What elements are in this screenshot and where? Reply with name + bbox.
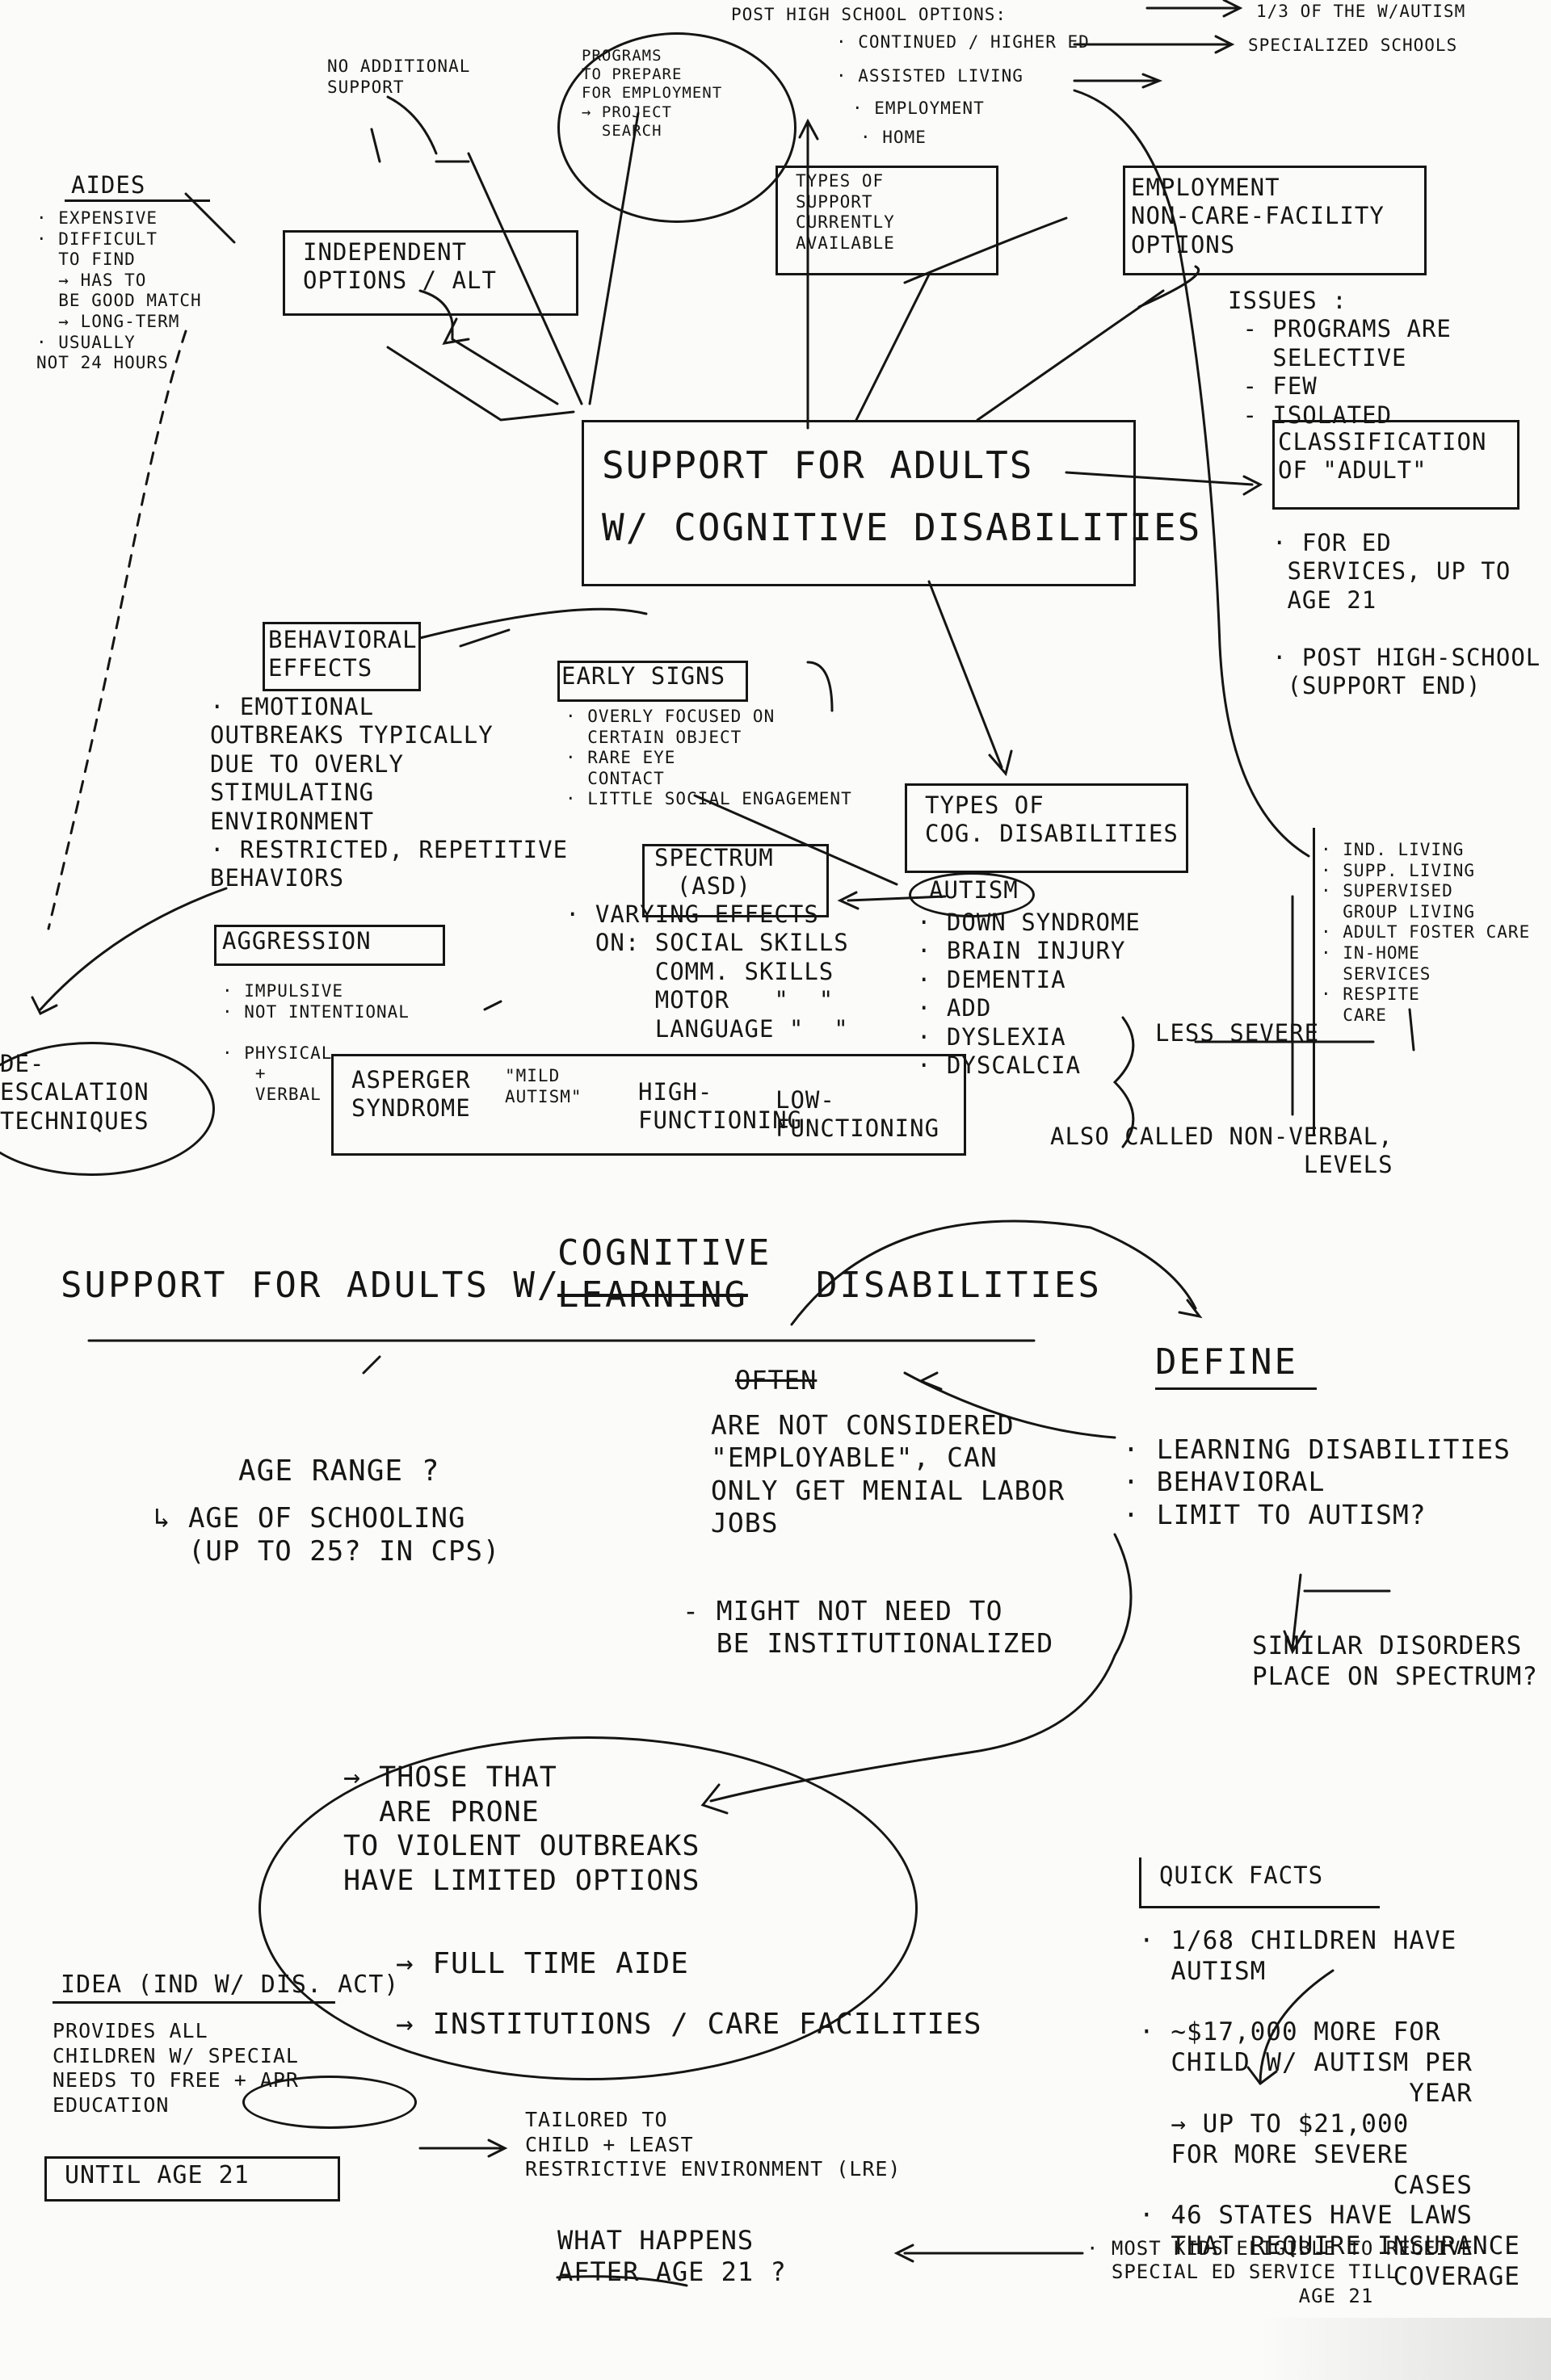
autism-label: AUTISM — [929, 876, 1019, 904]
types-cog-box — [905, 783, 1188, 873]
employment-box — [1123, 166, 1427, 275]
idea-title: IDEA (IND W/ DIS. ACT) — [61, 1971, 400, 1999]
programs-text: PROGRAMS TO PREPARE FOR EMPLOYMENT → PRO… — [582, 47, 723, 140]
idea-underline — [53, 2001, 335, 2004]
post-hs-note-specialized: SPECIALIZED SCHOOLS — [1248, 36, 1458, 55]
types-cog-text: TYPES OF COG. DISABILITIES — [925, 791, 1179, 848]
spectrum-text: SPECTRUM (ASD) — [654, 844, 774, 900]
early-signs-title: EARLY SIGNS — [561, 662, 726, 690]
lower-title-cognitive: COGNITIVE — [557, 1232, 772, 1274]
post-hs-item-1: · CONTINUED / HIGHER ED — [836, 32, 1090, 52]
until-21-box — [44, 2156, 340, 2202]
aides-underline — [65, 199, 210, 202]
living-options-list: · IND. LIVING · SUPP. LIVING · SUPERVISE… — [1321, 840, 1531, 1025]
idea-text: PROVIDES ALL CHILDREN W/ SPECIAL NEEDS T… — [53, 2019, 299, 2117]
independent-text: INDEPENDENT OPTIONS / ALT — [303, 238, 497, 295]
aides-title: AIDES — [71, 171, 146, 199]
institutions-care: → INSTITUTIONS / CARE FACILITIES — [396, 2008, 982, 2041]
quick-facts-title: QUICK FACTS — [1159, 1862, 1324, 1889]
define-list: · LEARNING DISABILITIES · BEHAVIORAL · L… — [1123, 1433, 1511, 1530]
behavioral-title: BEHAVIORAL EFFECTS — [268, 626, 418, 682]
behavioral-text: · EMOTIONAL OUTBREAKS TYPICALLY DUE TO O… — [210, 693, 569, 892]
full-time-aide: → FULL TIME AIDE — [396, 1947, 689, 1980]
spectrum-box — [642, 844, 829, 917]
employment-text: EMPLOYMENT NON-CARE-FACILITY OPTIONS — [1131, 174, 1385, 258]
no-additional-support: NO ADDITIONAL SUPPORT — [327, 57, 471, 97]
also-called-note: ALSO CALLED NON-VERBAL, LEVELS — [1050, 1123, 1393, 1179]
types-support-box — [776, 166, 998, 275]
center-topic-line-2: W/ COGNITIVE DISABILITIES — [602, 506, 1202, 549]
lower-title-learning: LEARNING — [557, 1274, 748, 1316]
post-hs-item-3: · EMPLOYMENT — [852, 99, 985, 118]
free-apr-oval — [242, 2076, 417, 2129]
aggression-text: · IMPULSIVE · NOT INTENTIONAL · PHYSICAL… — [222, 981, 410, 1105]
lower-title-disabilities: DISABILITIES — [816, 1265, 1102, 1306]
post-hs-item-4: · HOME — [860, 128, 927, 147]
what-happens-after-21: WHAT HAPPENS AFTER AGE 21 ? — [557, 2225, 787, 2288]
post-hs-note-autism: 1/3 OF THE W/AUTISM — [1256, 2, 1466, 21]
spectrum-effects: · VARYING EFFECTS ON: SOCIAL SKILLS COMM… — [565, 900, 849, 1043]
independent-box — [283, 230, 578, 316]
autism-oval — [909, 872, 1035, 917]
aggression-title: AGGRESSION — [222, 927, 372, 955]
employment-issues: ISSUES : - PROGRAMS ARE SELECTIVE - FEW … — [1228, 287, 1452, 429]
center-topic-box — [582, 420, 1136, 586]
programs-oval — [557, 32, 797, 223]
asperger-label: ASPERGER SYNDROME — [351, 1066, 471, 1123]
often-strike: OFTEN — [735, 1365, 818, 1396]
early-signs-text: · OVERLY FOCUSED ON CERTAIN OBJECT · RAR… — [565, 707, 852, 809]
less-severe-label: LESS SEVERE — [1155, 1019, 1320, 1047]
post-hs-item-2: · ASSISTED LIVING — [836, 66, 1023, 86]
paper-shadow — [1260, 2318, 1551, 2380]
most-kids-eligible: · MOST KIDS ELIGIBLE TO RECEIVE SPECIAL … — [1087, 2237, 1473, 2307]
might-not-institutionalized: - MIGHT NOT NEED TO BE INSTITUTIONALIZED — [683, 1595, 1054, 1660]
define-label: DEFINE — [1155, 1341, 1298, 1383]
quick-facts-box — [1139, 1857, 1380, 1908]
age-of-schooling: ↳ AGE OF SCHOOLING (UP TO 25? IN CPS) — [153, 1502, 501, 1568]
living-bracket — [1313, 828, 1549, 1135]
cog-disability-list: · DOWN SYNDROME · BRAIN INJURY · DEMENTI… — [917, 909, 1141, 1079]
high-functioning-label: HIGH- FUNCTIONING — [638, 1078, 803, 1135]
violent-oval — [258, 1736, 918, 2080]
deescalation-text: DE- ESCALATION TECHNIQUES — [0, 1050, 149, 1135]
lower-title-prefix: SUPPORT FOR ADULTS W/ — [61, 1265, 561, 1306]
aggression-box — [214, 925, 445, 966]
asperger-box — [331, 1054, 966, 1156]
behavioral-box — [263, 622, 421, 691]
post-hs-title: POST HIGH SCHOOL OPTIONS: — [731, 5, 1007, 24]
deescalation-oval — [0, 1042, 215, 1176]
early-signs-box — [557, 661, 748, 702]
classification-text: CLASSIFICATION OF "ADULT" — [1278, 428, 1487, 485]
low-functioning-label: LOW- FUNCTIONING — [776, 1086, 940, 1143]
similar-disorders: SIMILAR DISORDERS PLACE ON SPECTRUM? — [1252, 1631, 1538, 1691]
quick-facts-list: · 1/68 CHILDREN HAVE AUTISM · ~$17,000 M… — [1139, 1926, 1520, 2291]
violent-outbreaks: → THOSE THAT ARE PRONE TO VIOLENT OUTBRE… — [343, 1761, 700, 1898]
classification-details: · FOR ED SERVICES, UP TO AGE 21 · POST H… — [1272, 529, 1541, 699]
define-underline — [1155, 1387, 1317, 1390]
not-employable: ARE NOT CONSIDERED "EMPLOYABLE", CAN ONL… — [711, 1409, 1066, 1538]
classification-box — [1272, 420, 1519, 510]
until-age-21: UNTIL AGE 21 — [65, 2161, 250, 2189]
aides-text: · EXPENSIVE · DIFFICULT TO FIND → HAS TO… — [36, 208, 202, 373]
age-range: AGE RANGE ? — [238, 1454, 440, 1488]
tailored-lre: TAILORED TO CHILD + LEAST RESTRICTIVE EN… — [525, 2108, 902, 2181]
mild-autism-label: "MILD AUTISM" — [505, 1066, 582, 1106]
center-topic-line-1: SUPPORT FOR ADULTS — [602, 443, 1034, 487]
types-support-text: TYPES OF SUPPORT CURRENTLY AVAILABLE — [796, 171, 895, 253]
